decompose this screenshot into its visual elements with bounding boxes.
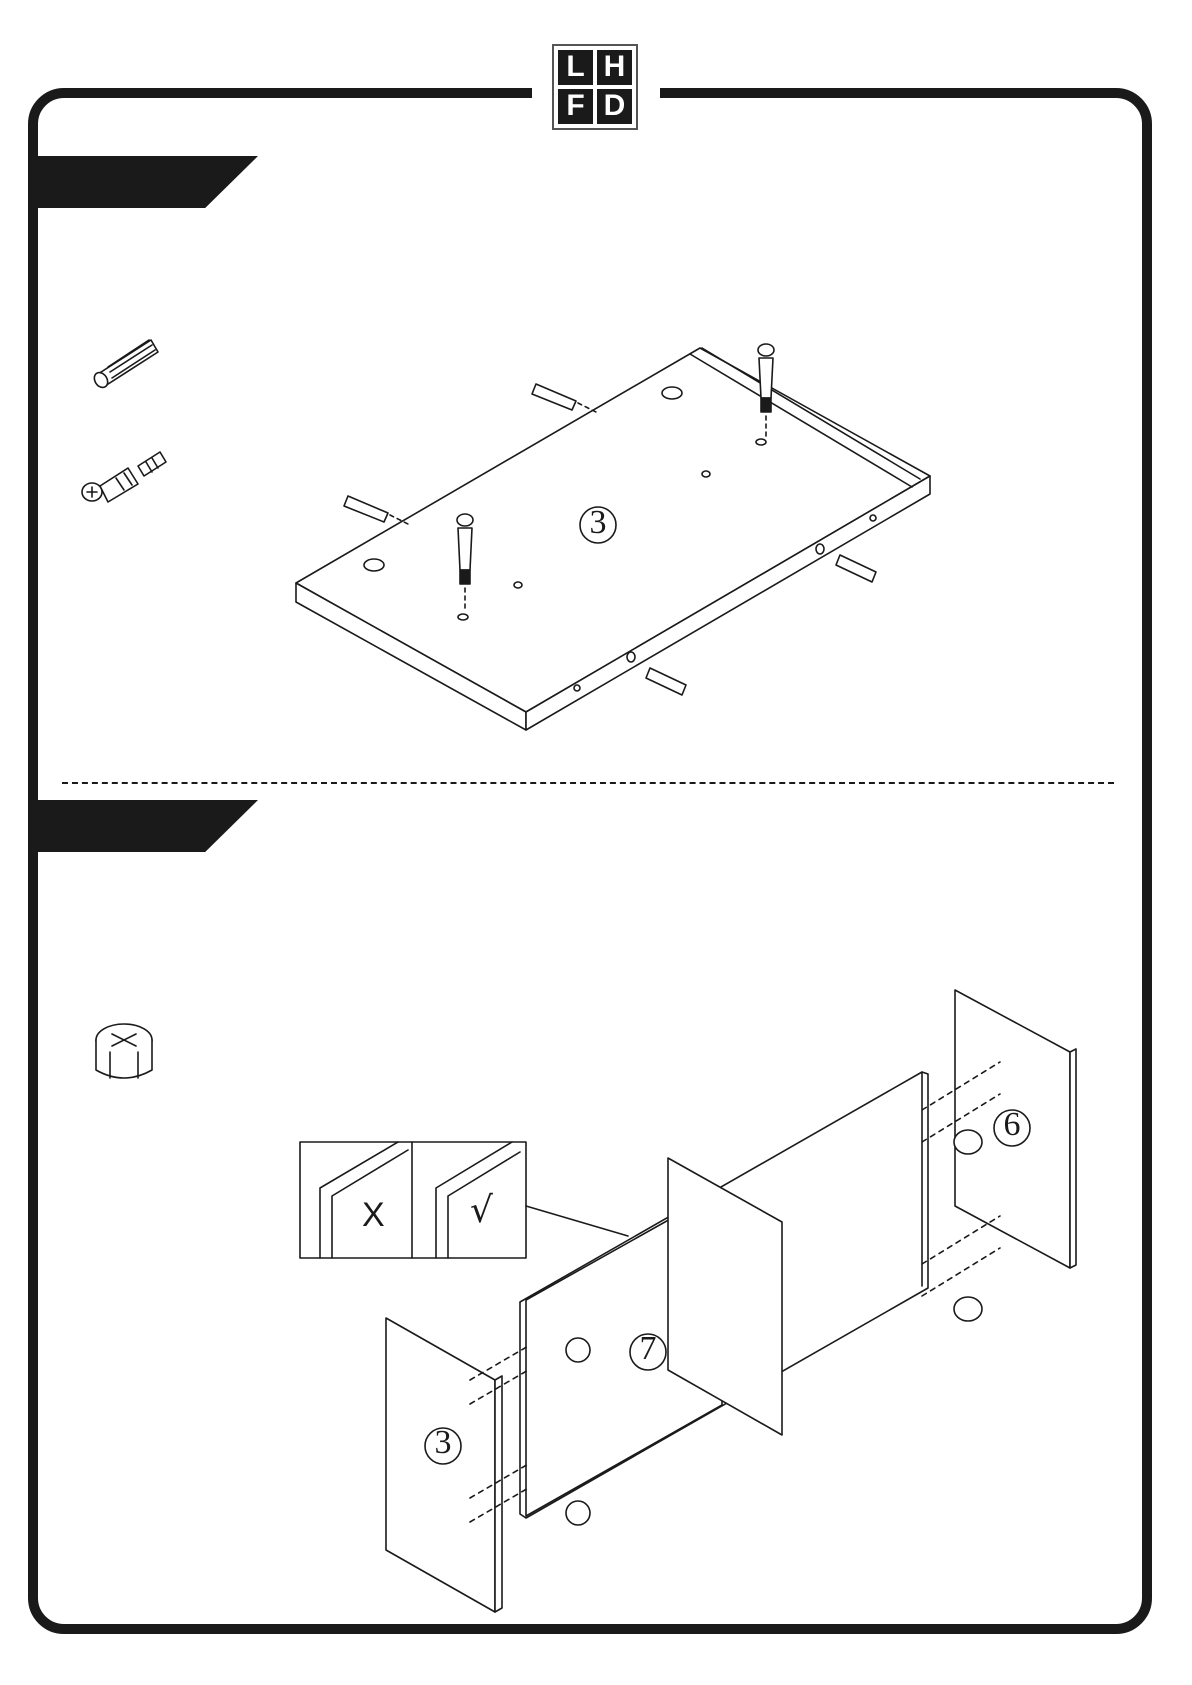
inset-right-mark: √ xyxy=(470,1190,493,1231)
panel-7-number: 7 xyxy=(636,1330,660,1368)
edge-detail-inset xyxy=(300,1142,628,1258)
step-1-panel xyxy=(296,348,930,730)
panel-6-number: 6 xyxy=(1000,1106,1024,1144)
step-1-panel-number: 3 xyxy=(586,504,610,542)
inset-wrong-mark: X xyxy=(362,1196,385,1235)
panel-3-number: 3 xyxy=(431,1424,455,1462)
wood-dowel-icon xyxy=(92,340,158,390)
cam-bolt-icon xyxy=(82,452,166,502)
cam-lock-icon xyxy=(96,1024,152,1078)
panel-3 xyxy=(386,1318,502,1612)
